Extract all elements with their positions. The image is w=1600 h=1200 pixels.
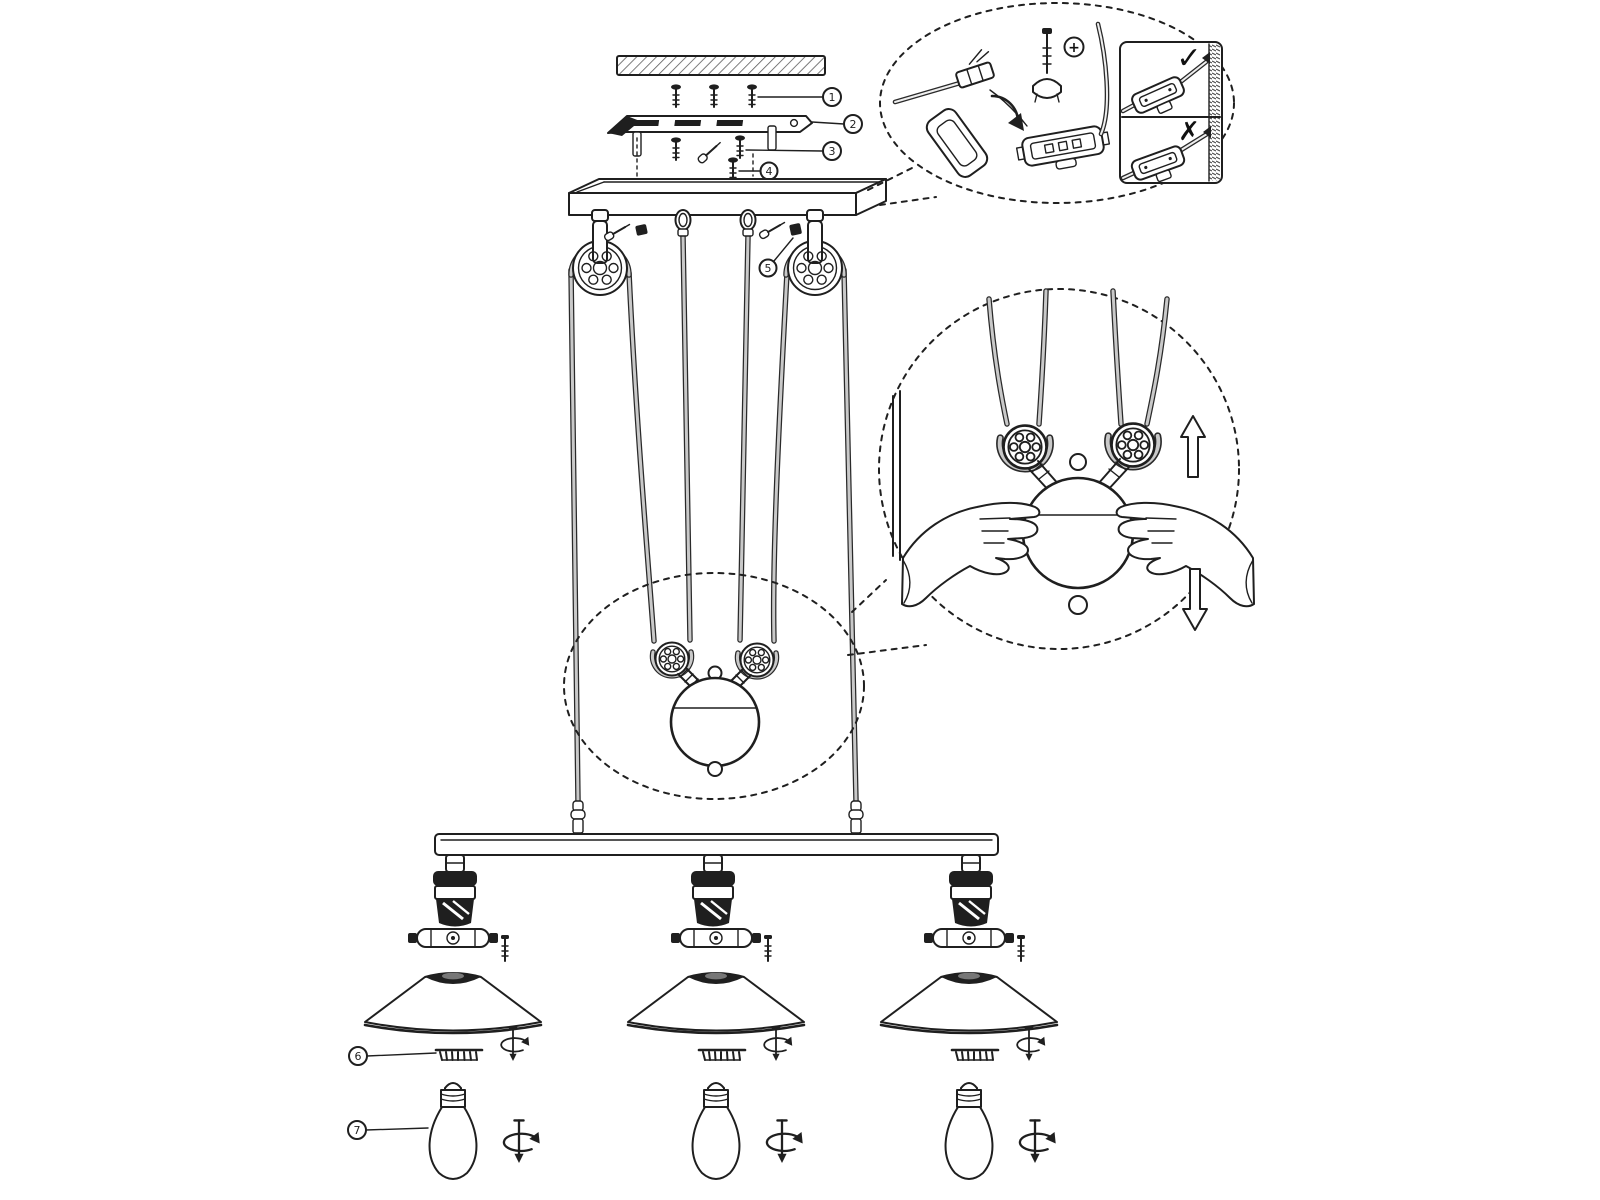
detail-cables [986,288,1170,427]
svg-text:6: 6 [355,1050,362,1063]
detail-leader-lines [847,579,927,656]
canopy-screw [727,156,739,181]
svg-text:2: 2 [850,118,857,131]
cable-hanger-left [674,209,692,237]
mounting-bracket [607,115,813,157]
lamp-column-left [365,929,541,1179]
rotate-cover-arrow [990,94,1024,131]
lamp-column-right [881,929,1057,1179]
grub-screw-left [635,224,648,236]
svg-text:1: 1 [829,91,836,104]
counterweight-ball [669,676,761,768]
connector-block [1015,125,1111,170]
ceiling-surface [616,55,826,76]
detail-ellipse [563,572,865,800]
svg-text:5: 5 [765,262,772,275]
height-adjust-detail [878,288,1255,650]
callout-6: 6 [348,1046,437,1066]
background-edge [892,390,901,561]
ceiling-wire [892,80,1028,127]
callout-7: 7 [347,1120,429,1140]
detail-pulley-right [1108,424,1159,467]
detail-ball [1021,476,1135,590]
alignment-guides [636,137,754,177]
strain-relief-clamp [1032,78,1062,103]
cable-fitting-left [570,800,586,834]
phillips-symbol: + [1063,36,1085,58]
callout-1: 1 [757,87,842,107]
svg-text:+: + [1068,40,1080,56]
canopy [568,178,887,216]
detail-links [1027,458,1131,495]
arrow-up-icon [1180,415,1206,478]
cable-fitting-right [848,800,864,834]
screwdriver-icon-right [757,218,788,241]
callout-4: 4 [738,161,779,181]
callout-5: 5 [758,237,794,278]
mounting-screws-long [670,83,758,108]
top-pulley-left [571,210,629,295]
bracket-screws-short [670,134,746,161]
callout-3: 3 [745,141,842,161]
terminal-cover [925,108,989,178]
socket-center [689,853,737,928]
inset-panel: ✓ ✗ [1119,41,1223,190]
socket-left [431,853,479,928]
callout-2: 2 [811,114,863,134]
connector-cable [1095,21,1110,137]
cable-hanger-right [739,209,757,237]
svg-text:7: 7 [354,1124,361,1137]
lamp-column-center [628,929,804,1179]
svg-text:3: 3 [829,145,836,158]
suspension-cables [568,233,859,804]
socket-right [947,853,995,928]
left-hand [901,501,1041,608]
small-terminal [955,49,995,89]
detail-pulley-left [1000,426,1051,469]
wiring-detail: + ✓ ✗ [867,2,1235,206]
right-hand [1115,501,1255,608]
arrow-down-icon [1182,568,1208,631]
detail-ball-bottom-knob [1068,595,1088,615]
screwdriver-icon-top [696,139,724,165]
svg-text:4: 4 [766,165,773,178]
terminal-screw [1042,28,1052,74]
connector-ok [1120,52,1210,124]
grub-screw-right [789,223,802,236]
counterweight-assembly [653,643,777,777]
lamp-bar [434,833,999,856]
detail-ball-top-knob [1069,453,1087,471]
ball-bottom-knob [707,761,723,777]
top-pulley-right [786,210,844,295]
connector-wrong [1120,126,1211,190]
